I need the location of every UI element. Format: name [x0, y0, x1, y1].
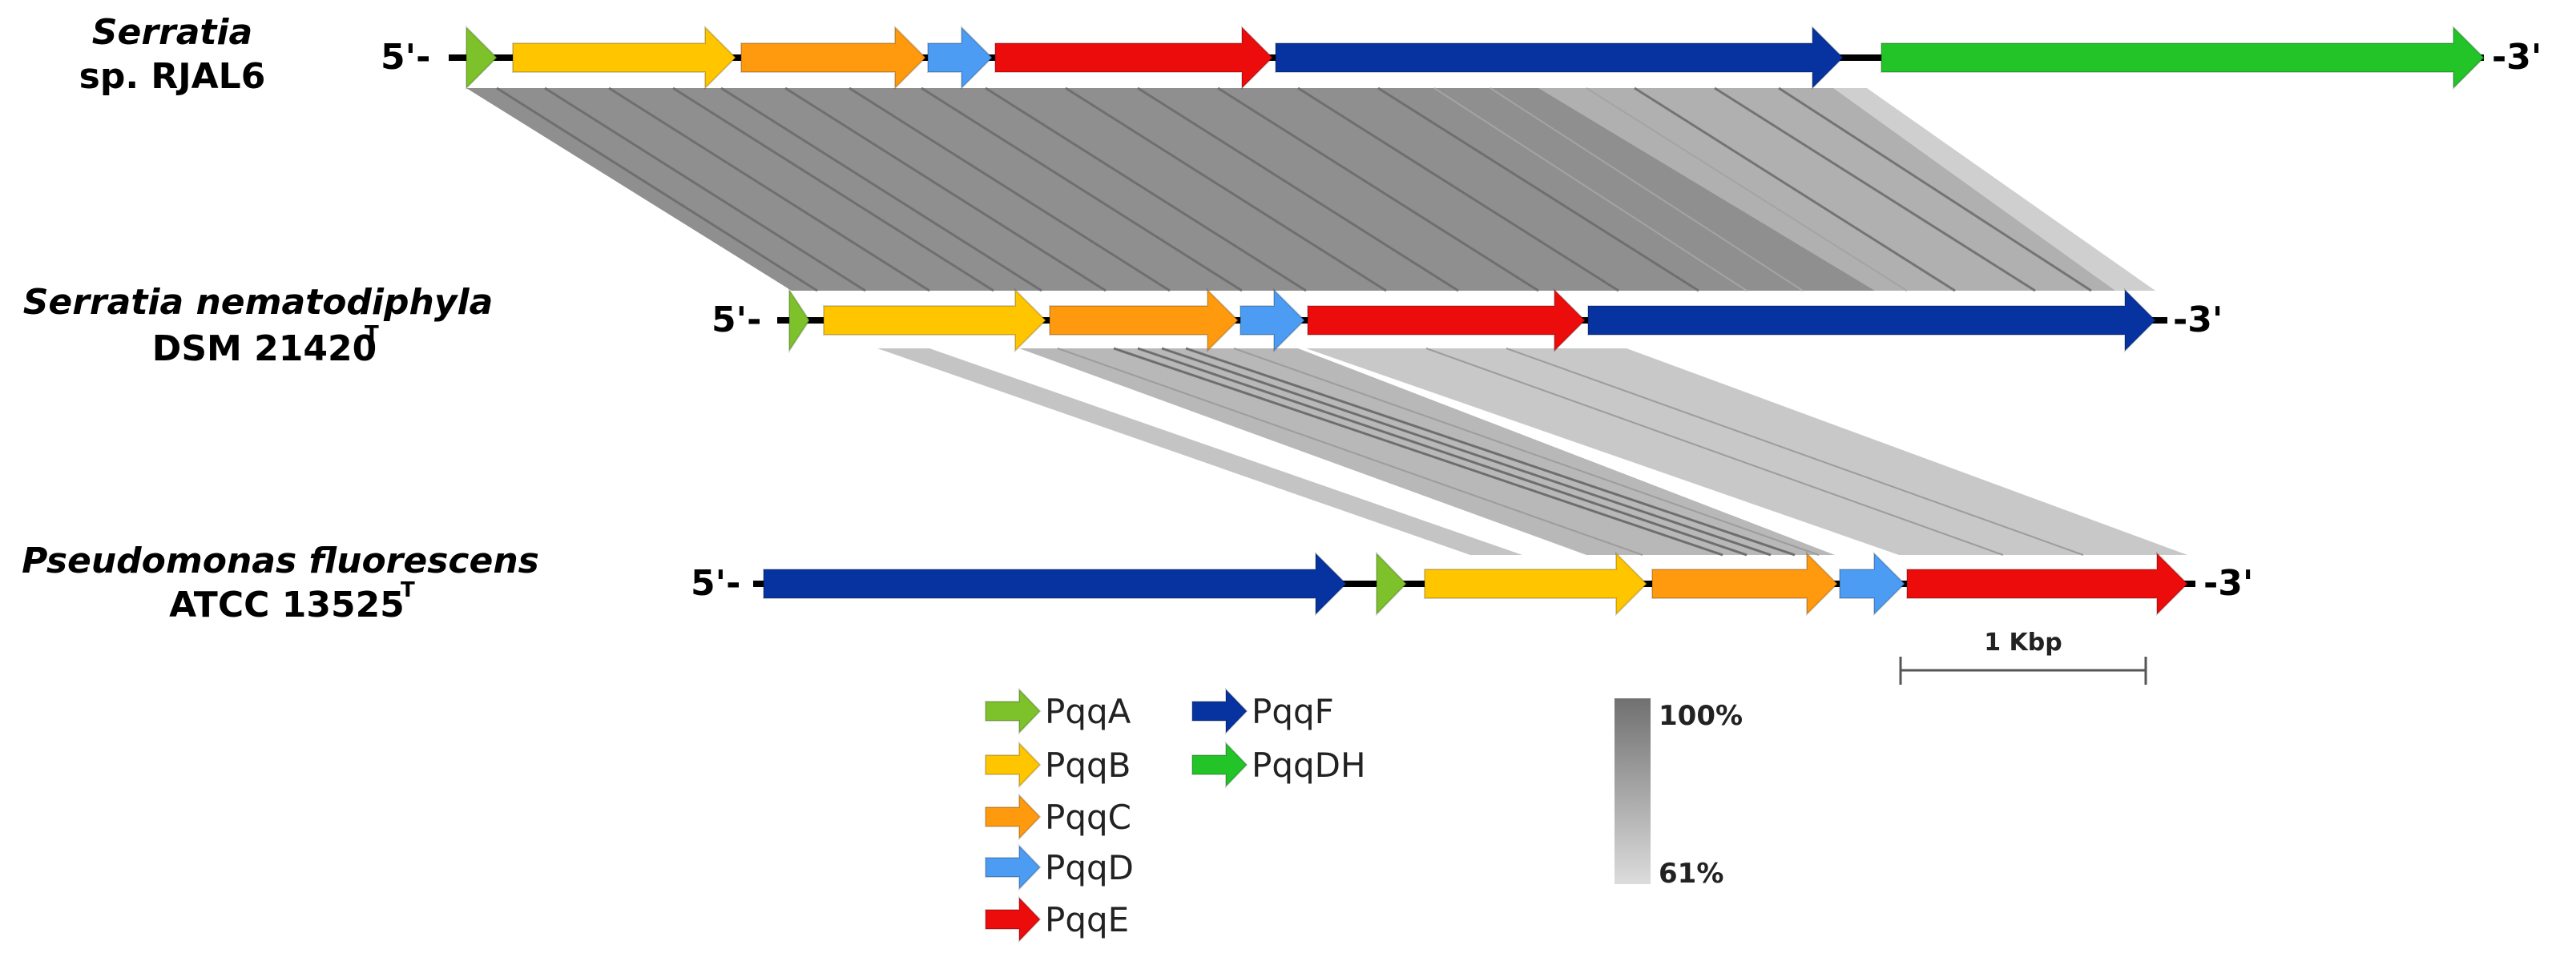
legend-label-pqqb: PqqB	[1045, 746, 1131, 785]
identity-gradient-key: 100% 61%	[1615, 698, 1743, 890]
legend-arrow-pqqa	[985, 687, 1042, 735]
gene-arrow-pqqb	[1424, 551, 1648, 617]
homology-bands	[466, 86, 2187, 557]
organism-name: Serratia	[92, 12, 252, 53]
homology-stripes-light	[1433, 87, 1908, 292]
organism-strain: DSM 21420	[152, 328, 377, 369]
type-strain-superscript: T	[365, 322, 379, 346]
gene-arrow-pqqb	[512, 25, 737, 90]
three-prime-label: -3'	[2173, 300, 2223, 340]
gene-legend: PqqA PqqB PqqC PqqD PqqE PqqF PqqDH	[985, 687, 1366, 943]
gene-arrow-pqqa	[466, 25, 498, 90]
gene-arrow-pqqe	[994, 25, 1274, 90]
gene-arrow-pqqdh	[1881, 25, 2485, 90]
legend-arrow-pqqd	[985, 843, 1042, 891]
type-strain-superscript: T	[401, 578, 415, 602]
identity-max-label: 100%	[1659, 700, 1743, 732]
organism-name: Serratia nematodiphyla	[23, 282, 494, 323]
organism-strain: sp. RJAL6	[79, 56, 266, 97]
legend-arrow-pqqe	[985, 895, 1042, 943]
homology-band	[1833, 88, 2155, 291]
gene-arrow-pqqf	[763, 551, 1348, 617]
homology-stripes	[1113, 347, 1796, 557]
gene-arrow-pqqd	[1839, 551, 1906, 617]
three-prime-label: -3'	[2203, 563, 2253, 604]
gene-arrow-pqqb	[823, 287, 1047, 353]
organism-name: Pseudomonas fluorescens	[22, 541, 539, 581]
legend-label-pqqd: PqqD	[1045, 848, 1134, 887]
legend-label-pqqc: PqqC	[1045, 798, 1131, 837]
five-prime-label: 5'-	[691, 563, 740, 604]
homology-band	[1019, 348, 1835, 555]
gene-arrow-pqqc	[1651, 551, 1839, 617]
gene-arrow-pqqd	[927, 25, 994, 90]
legend-label-pqqa: PqqA	[1045, 692, 1131, 731]
homology-band	[1538, 88, 2155, 291]
gene-arrows	[466, 25, 2485, 617]
scale-bar: 1 Kbp	[1899, 629, 2147, 685]
gene-arrow-pqqf	[1587, 287, 2157, 353]
five-prime-label: 5'-	[381, 37, 430, 78]
three-prime-label: -3'	[2492, 37, 2542, 78]
gene-arrow-pqqa	[1376, 551, 1408, 617]
legend-arrow-pqqc	[985, 793, 1042, 841]
identity-min-label: 61%	[1659, 858, 1723, 890]
gene-arrow-pqqd	[1240, 287, 1306, 353]
legend-arrow-pqqdh	[1191, 741, 1248, 789]
gene-arrow-pqqe	[1906, 551, 2189, 617]
gene-arrow-pqqf	[1275, 25, 1844, 90]
gene-arrow-pqqa	[788, 287, 811, 354]
gene-arrow-pqqc	[1049, 287, 1240, 353]
gene-arrow-pqqe	[1307, 287, 1586, 353]
organism-strain: ATCC 13525	[169, 585, 405, 625]
legend-arrow-pqqb	[985, 741, 1042, 789]
homology-stripes-light	[1057, 348, 2084, 556]
legend-label-pqqf: PqqF	[1252, 692, 1334, 731]
identity-gradient-bar	[1615, 698, 1651, 884]
homology-band	[1306, 348, 2187, 555]
homology-stripes	[496, 86, 2092, 292]
five-prime-label: 5'-	[712, 300, 761, 340]
legend-label-pqqdh: PqqDH	[1252, 746, 1366, 785]
scale-bar-label: 1 Kbp	[1984, 629, 2062, 657]
homology-band	[877, 348, 1522, 555]
legend-label-pqqe: PqqE	[1045, 900, 1129, 939]
legend-arrow-pqqf	[1191, 687, 1248, 735]
gene-arrow-pqqc	[740, 25, 927, 90]
